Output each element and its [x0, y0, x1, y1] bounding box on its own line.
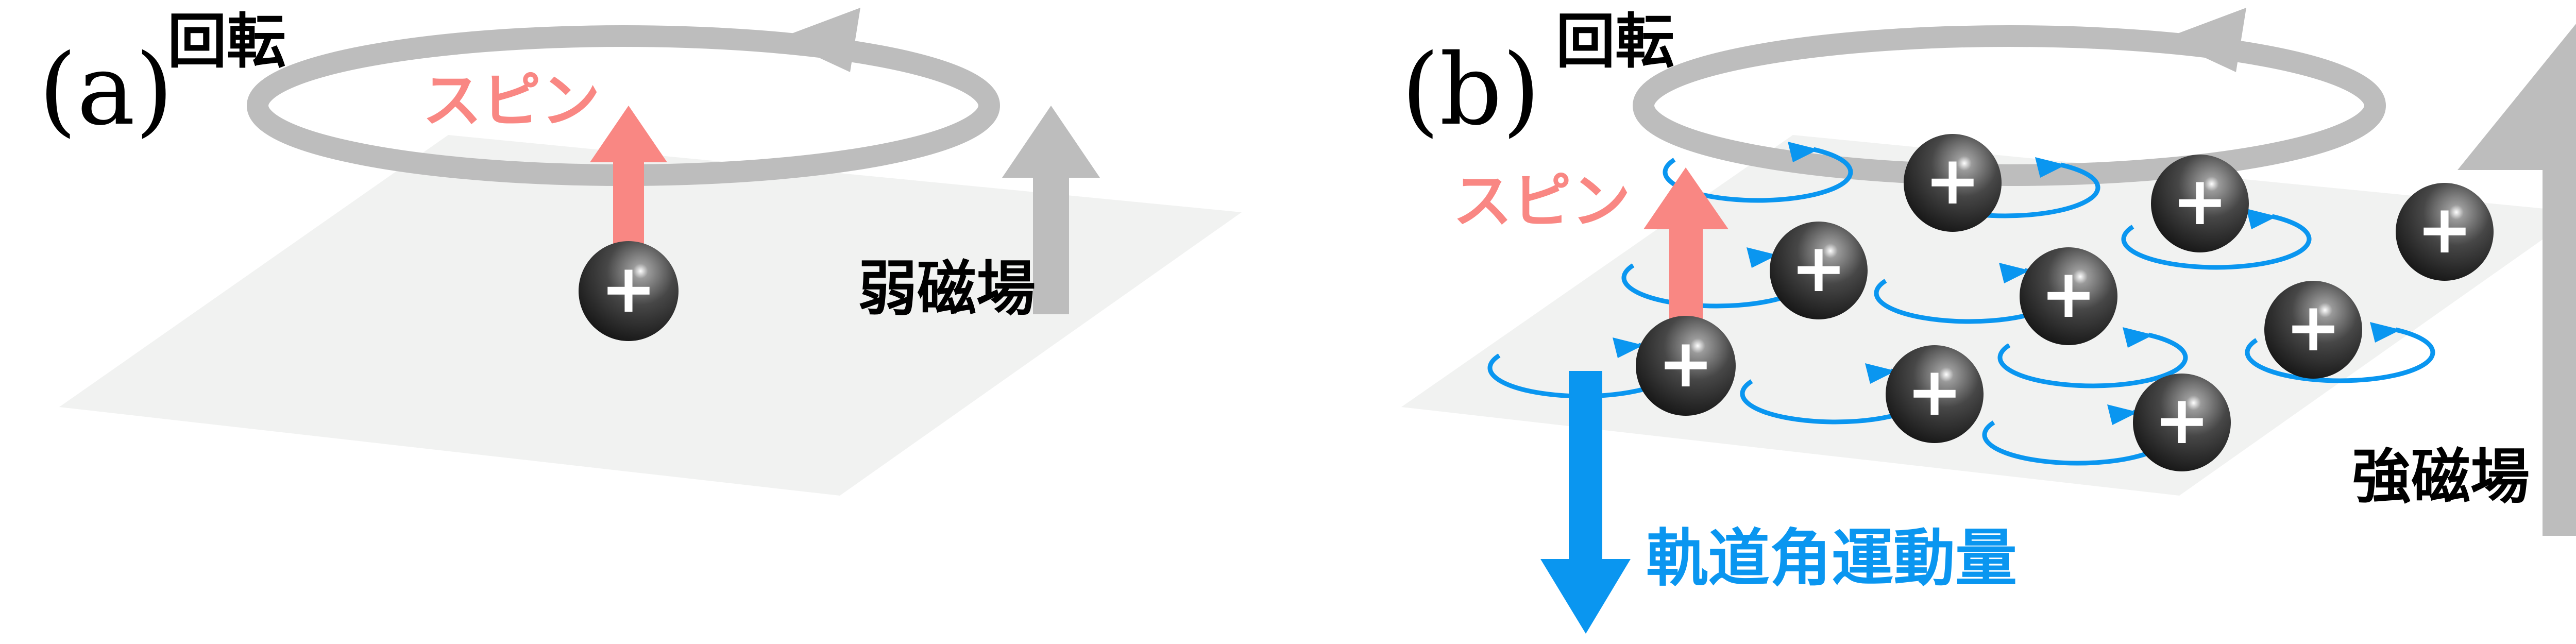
orbital-loop [1997, 332, 2188, 388]
field-arrow-shaft-b [2543, 165, 2576, 536]
rotation-ring-b [1633, 25, 2386, 186]
orbital-loop [1663, 147, 1853, 203]
particle: + [1770, 222, 1868, 319]
rotation-label-b: 回転 [1556, 7, 1674, 76]
svg-text:+: + [1658, 324, 1714, 402]
field-arrow-head-a [1002, 106, 1100, 178]
particles-b: + + + + + + + [1770, 134, 2494, 471]
spin-arrow-head-b [1643, 167, 1728, 229]
panel-label-b: (b) [1401, 33, 1540, 147]
orbital-arrowhead [1613, 337, 1643, 358]
particle: + [2396, 183, 2494, 281]
svg-text:+: + [2285, 288, 2342, 366]
field-label-a: 弱磁場 [858, 255, 1036, 324]
svg-text:+: + [2172, 162, 2228, 240]
orbital-arrowhead [2246, 209, 2277, 229]
orbital-arrowhead [2123, 327, 2154, 348]
particle: + [2133, 374, 2231, 471]
spin-arrow-head-a [590, 106, 667, 162]
rotation-arrowhead-a [778, 8, 860, 72]
svg-text:+: + [1907, 352, 1963, 431]
svg-text:+: + [2417, 190, 2473, 268]
svg-text:+: + [2041, 255, 2097, 333]
particle-symbol: + [601, 249, 657, 328]
panel-b: + + + + + + + [1401, 7, 2576, 634]
orbital-arrow-shaft [1569, 371, 1602, 562]
rotation-arrowhead-b [2164, 8, 2246, 72]
svg-text:+: + [1791, 229, 1847, 307]
orbital-loop [2245, 327, 2435, 383]
spin-label-a: スピン [422, 66, 600, 135]
particle: + [2151, 155, 2249, 252]
orbital-arrowhead [1747, 247, 1777, 268]
panel-a: + (a) 回転 スピン 弱磁場 [39, 7, 1242, 496]
spin-label-b: スピン [1453, 167, 1631, 236]
particle: + [2264, 281, 2362, 379]
particle-a: + [579, 241, 679, 341]
field-arrow-head-b [2458, 24, 2576, 170]
panel-label-a: (a) [39, 33, 174, 147]
svg-text:+: + [2154, 381, 2210, 459]
orbital-arrowheads [1613, 142, 2401, 425]
particle-spin-b: + [1636, 316, 1736, 416]
orbital-arrowhead [1865, 363, 1896, 384]
svg-text:+: + [1925, 141, 1981, 219]
orbital-arrowhead [2370, 322, 2401, 343]
particle: + [2020, 247, 2117, 345]
orbital-arrowhead [2035, 157, 2066, 178]
orbital-arrowhead [1788, 142, 1819, 162]
particle: + [1886, 345, 1984, 443]
field-label-b: 強磁場 [2352, 443, 2530, 512]
particle-ball [579, 241, 679, 341]
rotation-label-a: 回転 [167, 7, 286, 76]
orbital-loop [2121, 214, 2312, 270]
orbital-label: 軌道角運動量 [1646, 523, 2017, 595]
orbital-arrow-head [1540, 559, 1631, 634]
orbital-arrowhead [1999, 263, 2030, 283]
field-arrow-shaft-a [1033, 175, 1069, 314]
particle: + [1904, 134, 2002, 232]
orbital-arrowhead [2107, 404, 2138, 425]
